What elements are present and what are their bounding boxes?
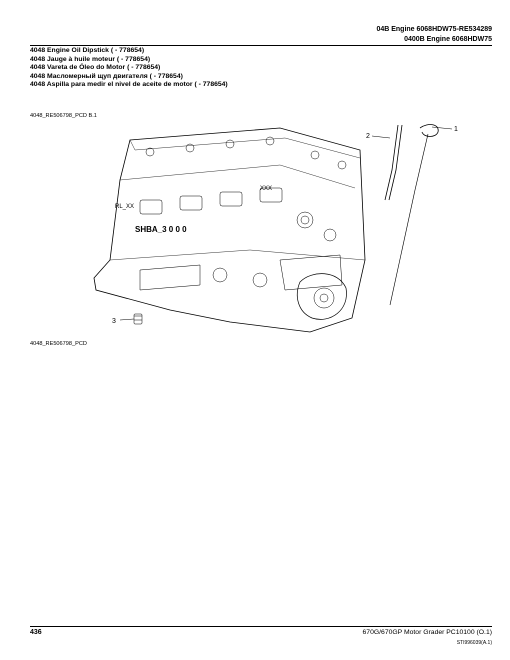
block-cast-text-2: RL_XX xyxy=(115,204,134,210)
title-portuguese: 4048 Vareta de Óleo do Motor ( - 778654) xyxy=(30,64,161,72)
title-english: 4048 Engine Oil Dipstick ( - 778654) xyxy=(30,47,145,54)
header-rule xyxy=(30,45,492,46)
title-russian: 4048 Масломерный щуп двигателя ( - 77865… xyxy=(30,72,183,80)
callout-2: 2 xyxy=(366,133,370,140)
title-spanish: 4048 Aspilla para medir el nivel de acei… xyxy=(30,81,228,89)
footer-rule xyxy=(30,626,492,627)
header-engine-line: 04B Engine 6068HDW75-RE534289 xyxy=(376,26,492,33)
block-cast-text-3: SHBA_3 0 0 0 xyxy=(135,225,187,234)
header-engine-subline: 0400B Engine 6068HDW75 xyxy=(404,36,492,43)
engine-block-illustration: XXX RL_XX SHBA_3 0 0 0 1 2 3 xyxy=(93,124,458,333)
part-titles: 4048 Engine Oil Dipstick ( - 778654) 404… xyxy=(30,47,228,90)
callout-3: 3 xyxy=(112,318,116,325)
block-cast-text-1: XXX xyxy=(260,186,272,192)
title-french: 4048 Jauge à huile moteur ( - 778654) xyxy=(30,55,151,63)
callout-1: 1 xyxy=(454,126,458,133)
illustration-ref-top: 4048_RE506798_PCD B.1 xyxy=(30,113,97,119)
illustration-ref-bottom: 4048_RE506798_PCD xyxy=(30,341,87,347)
page-number: 436 xyxy=(30,629,42,636)
footer-code: STI996039(A.1) xyxy=(456,640,492,646)
footer-title: 670G/670GP Motor Grader PC10100 (O.1) xyxy=(362,629,492,636)
